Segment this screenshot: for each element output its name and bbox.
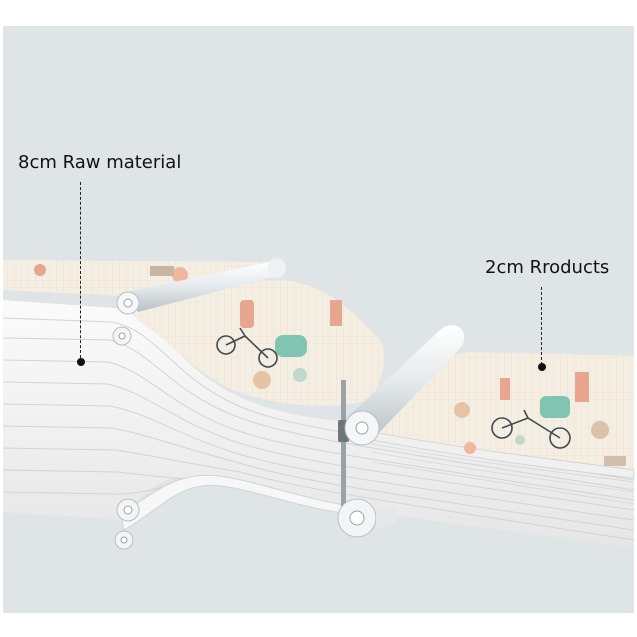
- right-main-roller: [344, 325, 465, 446]
- mat-print-motifs: [34, 264, 626, 466]
- printed-sheet-top-left: [3, 260, 280, 296]
- left-side-roller: [112, 326, 132, 346]
- raw-material-marker: [77, 358, 85, 366]
- products-marker: [538, 363, 546, 371]
- left-lower-rollers: [114, 498, 140, 550]
- raw-material-leader: [80, 182, 81, 358]
- products-leader: [541, 287, 542, 365]
- raw-material-label: 8cm Raw material: [18, 152, 182, 173]
- products-label: 2cm Rroducts: [485, 257, 610, 278]
- raw-foam-block: [3, 300, 634, 548]
- printed-sheet-right: [372, 352, 634, 470]
- right-lower-roller: [337, 498, 395, 538]
- foam-layer-lines: [2, 317, 635, 541]
- left-upper-roller: [116, 258, 286, 315]
- product-sheet-layers: [371, 443, 635, 505]
